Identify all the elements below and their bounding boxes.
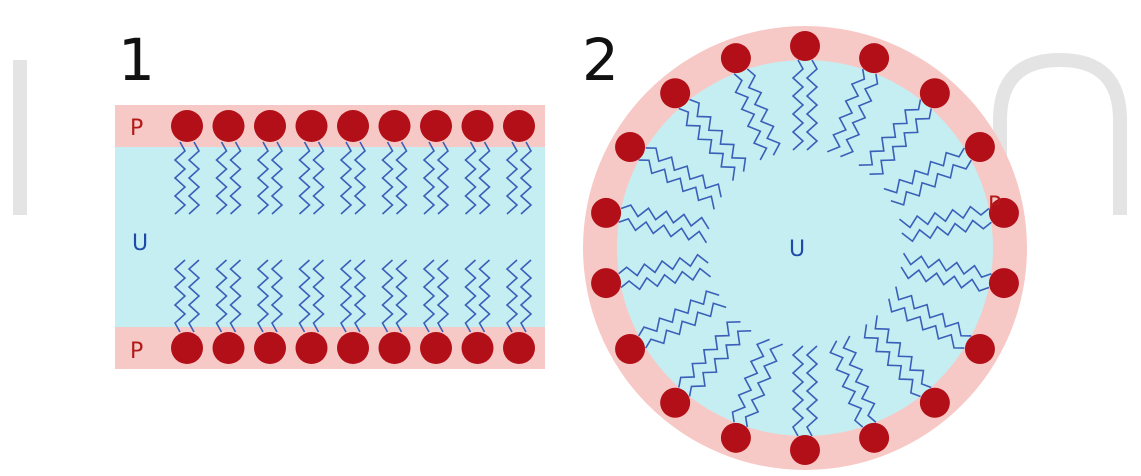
lipid-tail-bottom bbox=[173, 259, 201, 333]
lipid-head-top bbox=[378, 110, 411, 142]
micelle-tail bbox=[826, 68, 879, 158]
micelle-heads-layer bbox=[591, 31, 1019, 465]
lipid-head-bottom bbox=[420, 332, 452, 364]
micelle-tail bbox=[638, 147, 722, 210]
micelle-head bbox=[615, 132, 646, 162]
lipid-heads-layer bbox=[171, 110, 535, 364]
lipid-tail-bottom bbox=[298, 259, 325, 333]
lipid-tail-top bbox=[505, 141, 533, 215]
micelle-tail bbox=[731, 338, 784, 428]
lipid-tail-bottom bbox=[381, 259, 408, 333]
lipid-head-top bbox=[461, 110, 494, 142]
micelle-head bbox=[988, 197, 1019, 228]
micelle-tail bbox=[883, 147, 972, 206]
lipid-tail-bottom bbox=[464, 259, 491, 333]
micelle-head bbox=[919, 78, 950, 109]
micelle-head bbox=[964, 132, 995, 162]
micelle-head bbox=[720, 422, 751, 453]
panel-2-number: 2 bbox=[582, 26, 619, 94]
lipid-head-bottom bbox=[212, 332, 245, 364]
label-center-u: U bbox=[789, 237, 805, 262]
label-center-u: U bbox=[132, 231, 148, 256]
lipid-head-top bbox=[337, 110, 369, 142]
lipid-head-bottom bbox=[254, 332, 286, 364]
lipid-tail-top bbox=[381, 141, 408, 215]
lipid-head-bottom bbox=[171, 332, 203, 364]
panel-1-number: 1 bbox=[118, 26, 155, 94]
micelle-tail bbox=[733, 68, 781, 161]
micelle-head bbox=[964, 334, 995, 364]
label-bottom-p: P bbox=[130, 339, 143, 364]
micelle-head bbox=[720, 43, 751, 74]
micelle-head bbox=[859, 422, 890, 453]
lipid-tail-top bbox=[256, 141, 284, 215]
label-top-p: P bbox=[130, 116, 143, 141]
lipid-head-top bbox=[212, 110, 245, 142]
panel-1-bilayer: 1 P U P bbox=[115, 26, 545, 369]
micelle-tail bbox=[858, 99, 932, 176]
lipid-tail-bottom bbox=[215, 259, 242, 333]
label-outer-p: P bbox=[988, 193, 1001, 218]
lipid-tail-top bbox=[173, 141, 201, 215]
micelle-tail bbox=[898, 205, 992, 243]
lipid-tail-top bbox=[422, 141, 450, 215]
lipid-head-bottom bbox=[378, 332, 411, 364]
micelle-tail bbox=[678, 320, 752, 397]
micelle-tail bbox=[829, 335, 877, 428]
micelle-head bbox=[660, 387, 691, 418]
lipid-head-bottom bbox=[461, 332, 494, 364]
micelle-head bbox=[615, 334, 646, 364]
panel-2-micelle: 2 P U bbox=[582, 26, 1027, 470]
micelle-head bbox=[790, 435, 820, 465]
lipid-tail-bottom bbox=[256, 259, 284, 333]
micelle-tail bbox=[863, 315, 932, 398]
micelle-tail bbox=[791, 345, 819, 437]
micelle-head bbox=[859, 43, 890, 74]
micelle-head bbox=[988, 268, 1019, 299]
micelle-tail bbox=[678, 98, 747, 181]
lipid-head-top bbox=[171, 110, 203, 142]
lipid-tail-bottom bbox=[339, 259, 367, 333]
lipid-tail-bottom bbox=[422, 259, 450, 333]
lipid-tail-top bbox=[298, 141, 325, 215]
lipid-tail-top bbox=[215, 141, 242, 215]
lipid-head-top bbox=[295, 110, 328, 142]
lipid-tail-bottom bbox=[505, 259, 533, 333]
lipid-tails-layer bbox=[173, 141, 533, 333]
micelle-head bbox=[591, 268, 622, 299]
micelle-tails-layer bbox=[618, 59, 992, 437]
micelle-head bbox=[660, 78, 691, 109]
watermark bbox=[13, 52, 1127, 215]
micelle-tail bbox=[791, 59, 819, 151]
micelle-tail bbox=[618, 204, 710, 244]
lipid-head-top bbox=[254, 110, 286, 142]
micelle-tail bbox=[900, 252, 992, 292]
lipid-head-top bbox=[503, 110, 535, 142]
micelle-tail bbox=[638, 290, 727, 349]
lipid-tail-top bbox=[464, 141, 491, 215]
lipid-head-bottom bbox=[295, 332, 328, 364]
micelle-tail bbox=[888, 286, 972, 349]
lipid-head-bottom bbox=[503, 332, 535, 364]
micelle-head bbox=[591, 197, 622, 228]
lipid-head-top bbox=[420, 110, 452, 142]
micelle-core bbox=[617, 60, 993, 436]
micelle-tail bbox=[618, 253, 712, 291]
micelle-head bbox=[790, 31, 820, 61]
micelle-head bbox=[919, 387, 950, 418]
lipid-tail-top bbox=[339, 141, 367, 215]
lipid-head-bottom bbox=[337, 332, 369, 364]
